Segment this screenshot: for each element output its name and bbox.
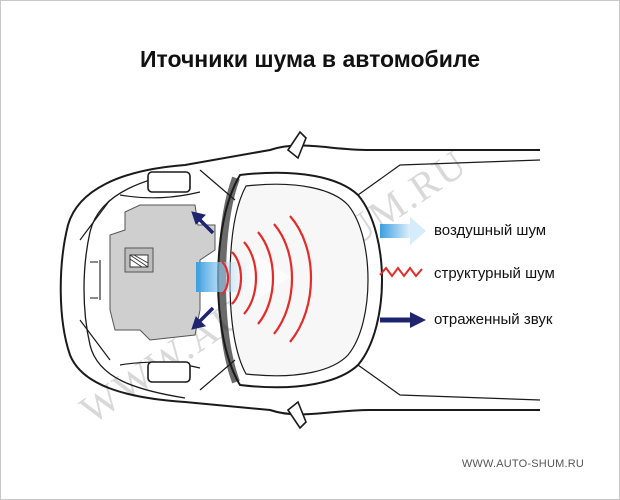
side-mirrors xyxy=(286,130,307,430)
roof-lines xyxy=(357,159,541,401)
diagram-title: Иточники шума в автомобиле xyxy=(139,46,480,72)
structural-noise-waves xyxy=(221,215,312,343)
car-body xyxy=(59,144,540,416)
legend-reflected-icon xyxy=(380,312,426,328)
engine-block xyxy=(109,204,216,341)
legend-reflected-label: отраженный звук xyxy=(434,311,553,328)
reflected-sound-arrows xyxy=(191,211,215,330)
legend-airborne-label: воздушный шум xyxy=(434,222,547,239)
wheels xyxy=(147,171,191,383)
legend-structural-label: структурный шум xyxy=(434,265,555,282)
airborne-noise-arrow xyxy=(196,250,290,304)
legend-structural-icon xyxy=(379,266,423,278)
footer-url: WWW.AUTO-SHUM.RU xyxy=(461,458,584,470)
legend-airborne-icon xyxy=(380,217,426,245)
